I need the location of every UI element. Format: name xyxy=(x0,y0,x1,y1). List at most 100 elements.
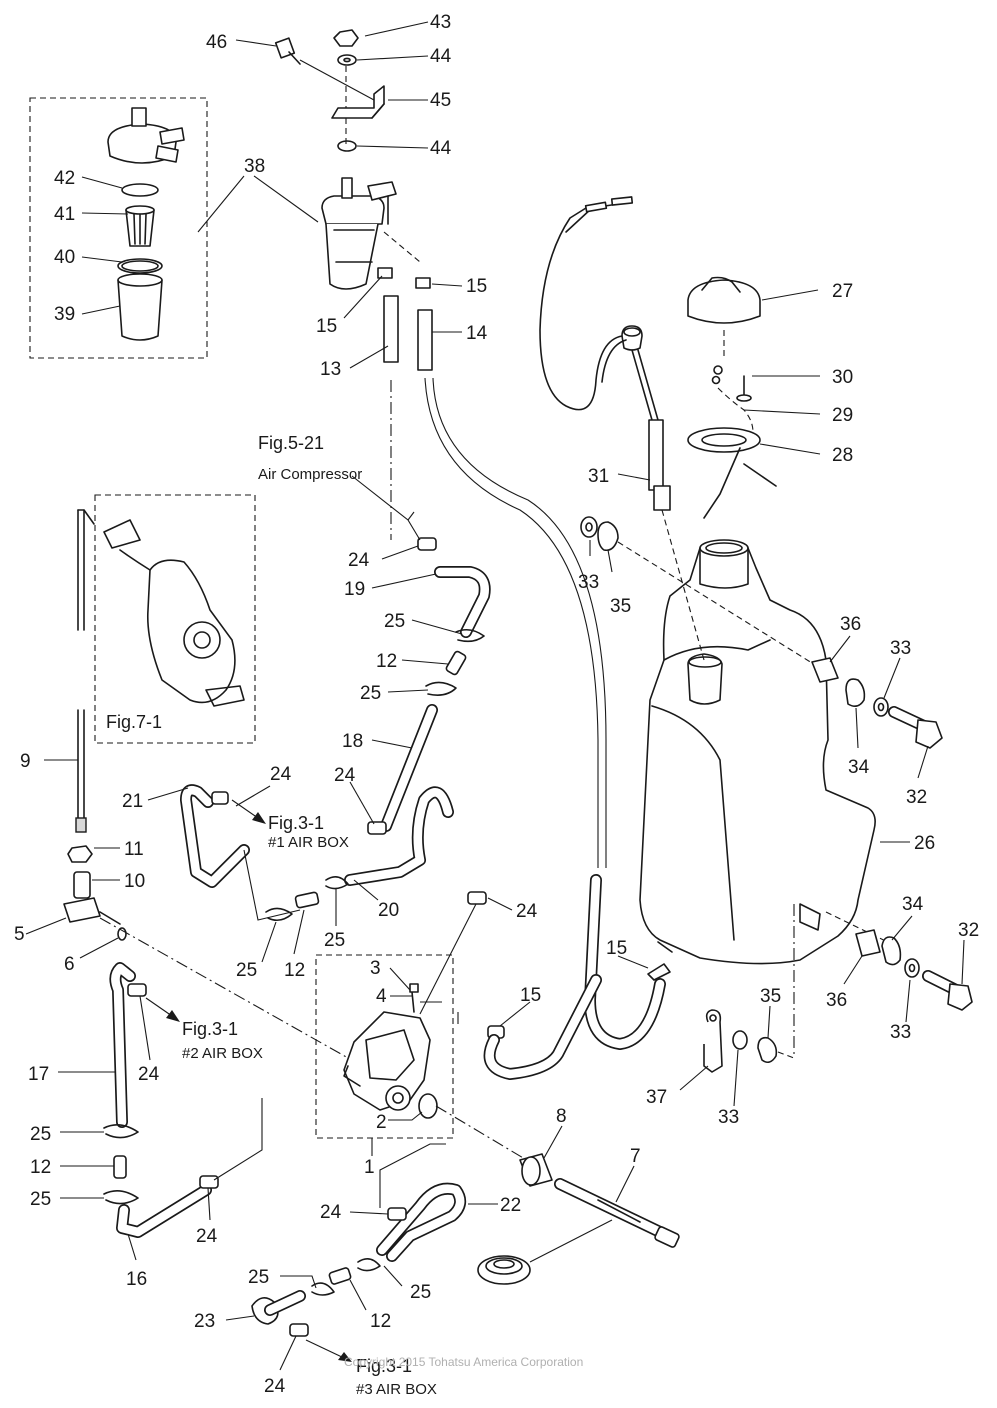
callout-2: 2 xyxy=(376,1112,387,1133)
callout-1: 1 xyxy=(364,1157,375,1178)
filter-exploded-box xyxy=(29,97,208,359)
callout-36: 36 xyxy=(840,614,861,635)
callout-21: 21 xyxy=(122,791,143,812)
callout-28: 28 xyxy=(832,445,853,466)
callout-26: 26 xyxy=(914,833,935,854)
callout-27: 27 xyxy=(832,281,853,302)
callout-12: 12 xyxy=(376,651,397,672)
callout-25: 25 xyxy=(30,1124,51,1145)
callout-12: 12 xyxy=(30,1157,51,1178)
callout-30: 30 xyxy=(832,367,853,388)
bolt-46-part xyxy=(274,37,301,65)
callout-12: 12 xyxy=(370,1311,391,1332)
bolt-32-upper-part xyxy=(888,706,943,749)
ref-fig3-1-b: Fig.3-1 xyxy=(182,1019,238,1039)
callout-4: 4 xyxy=(376,986,387,1007)
callout-37: 37 xyxy=(646,1087,667,1108)
callout-24: 24 xyxy=(138,1064,160,1085)
bolt-32-lower-part xyxy=(922,970,973,1011)
callout-3: 3 xyxy=(370,958,381,979)
callout-34: 34 xyxy=(848,757,870,778)
callout-17: 17 xyxy=(28,1064,49,1085)
callout-9: 9 xyxy=(20,751,31,772)
callout-10: 10 xyxy=(124,871,145,892)
callout-24: 24 xyxy=(264,1376,286,1397)
callout-24: 24 xyxy=(516,901,538,922)
callout-40: 40 xyxy=(54,247,75,268)
callout-15: 15 xyxy=(520,985,541,1006)
callout-42: 42 xyxy=(54,168,75,189)
callout-33: 33 xyxy=(890,1022,911,1043)
callout-45: 45 xyxy=(430,90,451,111)
callout-24: 24 xyxy=(196,1226,218,1247)
callout-33: 33 xyxy=(578,572,599,593)
ref-fig7-1: Fig.7-1 xyxy=(106,712,162,732)
copyright-watermark: Copyright 2015 Tohatsu America Corporati… xyxy=(344,1355,583,1369)
callout-19: 19 xyxy=(344,579,365,600)
callout-labels: 43 44 46 45 44 38 42 41 40 39 15 15 14 1… xyxy=(14,12,979,1397)
callout-25: 25 xyxy=(30,1189,51,1210)
callout-16: 16 xyxy=(126,1269,147,1290)
callout-32: 32 xyxy=(906,787,927,808)
callout-25: 25 xyxy=(236,960,257,981)
callout-24: 24 xyxy=(348,550,370,571)
callout-15: 15 xyxy=(466,276,487,297)
callout-24: 24 xyxy=(334,765,356,786)
callout-25: 25 xyxy=(248,1267,269,1288)
callout-12: 12 xyxy=(284,960,305,981)
ref-fig3-1-c: Fig.3-1 xyxy=(356,1356,412,1376)
filter-hoses xyxy=(377,231,607,868)
callout-36: 36 xyxy=(826,990,847,1011)
callout-24: 24 xyxy=(320,1202,342,1223)
leader-lines xyxy=(25,21,965,1371)
callout-8: 8 xyxy=(556,1106,567,1127)
ref-air-box-2: #2 AIR BOX xyxy=(182,1045,263,1062)
callout-35: 35 xyxy=(610,596,631,617)
fuel-tank-assembly xyxy=(539,196,973,1073)
callout-32: 32 xyxy=(958,920,979,941)
callout-31: 31 xyxy=(588,466,609,487)
callout-11: 11 xyxy=(124,839,144,860)
callout-7: 7 xyxy=(630,1146,641,1167)
callout-14: 14 xyxy=(466,323,488,344)
fig7-1-detail-box xyxy=(94,494,256,744)
callout-43: 43 xyxy=(430,12,451,33)
ref-fig5-21: Fig.5-21 xyxy=(258,433,324,453)
filter-exploded-parts xyxy=(107,107,185,341)
callout-25: 25 xyxy=(410,1282,431,1303)
callout-35: 35 xyxy=(760,986,781,1007)
ref-fig3-1-a: Fig.3-1 xyxy=(268,813,324,833)
callout-46: 46 xyxy=(206,32,227,53)
callout-34: 34 xyxy=(902,894,924,915)
callout-22: 22 xyxy=(500,1195,521,1216)
callout-25: 25 xyxy=(324,930,345,951)
callout-15: 15 xyxy=(316,316,337,337)
callout-41: 41 xyxy=(54,204,75,225)
callout-39: 39 xyxy=(54,304,75,325)
callout-20: 20 xyxy=(378,900,399,921)
ref-air-box-1: #1 AIR BOX xyxy=(268,834,349,851)
oil-hoses xyxy=(103,537,602,1337)
callout-38: 38 xyxy=(244,156,265,177)
ref-air-compressor: Air Compressor xyxy=(258,466,362,483)
ref-air-box-3: #3 AIR BOX xyxy=(356,1381,437,1398)
callout-5: 5 xyxy=(14,924,25,945)
callout-23: 23 xyxy=(194,1311,215,1332)
callout-25: 25 xyxy=(360,683,381,704)
callout-24: 24 xyxy=(270,764,292,785)
callout-15: 15 xyxy=(606,938,627,959)
callout-13: 13 xyxy=(320,359,341,380)
callout-33: 33 xyxy=(890,638,911,659)
reference-labels: Fig.5-21 Air Compressor Fig.7-1 Fig.3-1 … xyxy=(106,433,437,1398)
reference-arrows xyxy=(145,799,352,1362)
callout-33: 33 xyxy=(718,1107,739,1128)
callout-29: 29 xyxy=(832,405,853,426)
callout-6: 6 xyxy=(64,954,75,975)
callout-25: 25 xyxy=(384,611,405,632)
callout-18: 18 xyxy=(342,731,363,752)
fuel-filter-assembly xyxy=(274,29,397,290)
callout-44: 44 xyxy=(430,138,452,159)
linkage-and-pump xyxy=(63,509,680,1285)
callout-44: 44 xyxy=(430,46,452,67)
